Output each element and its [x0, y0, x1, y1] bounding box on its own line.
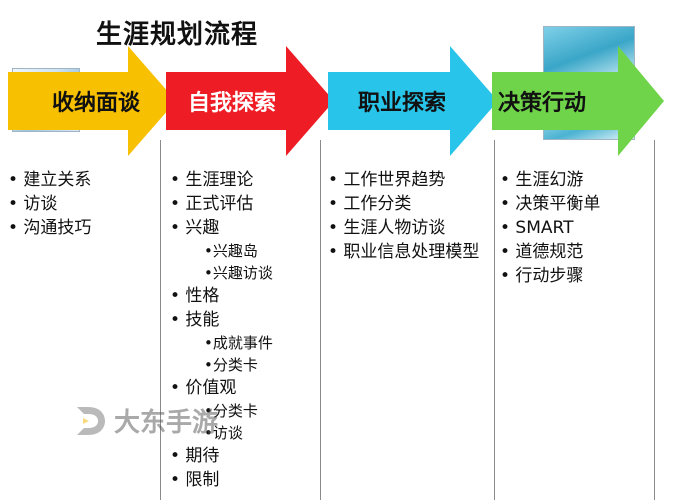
- stage-2-list: • 生涯理论 • 正式评估 • 兴趣 •兴趣岛 •兴趣访谈 • 性格 • 技能 …: [170, 168, 320, 492]
- list-item: • 访谈: [8, 194, 58, 214]
- stage-arrow-3: 职业探索: [328, 46, 498, 156]
- stage-arrow-4: 决策行动: [492, 46, 664, 156]
- list-subitem: •访谈: [204, 424, 243, 442]
- list-subitem: •分类卡: [204, 356, 258, 374]
- arrow-shape-1: [8, 46, 176, 156]
- stage-arrow-1: 收纳面谈: [8, 46, 176, 156]
- list-subitem: •兴趣访谈: [204, 264, 273, 282]
- list-item: • 行动步骤: [500, 266, 584, 286]
- list-item: • 道德规范: [500, 242, 584, 262]
- arrow-fill-4: [492, 46, 664, 156]
- stage-column-3: • 工作世界趋势 • 工作分类 • 生涯人物访谈 • 职业信息处理模型: [328, 168, 490, 264]
- stage-column-4: • 生涯幻游 • 决策平衡单 • SMART • 道德规范 • 行动步骤: [500, 168, 660, 288]
- column-divider-4: [654, 140, 655, 500]
- arrow-fill-2: [166, 46, 334, 156]
- list-item: • 决策平衡单: [500, 194, 601, 214]
- stage-column-1: • 建立关系 • 访谈 • 沟通技巧: [8, 168, 158, 240]
- list-item: • 正式评估: [170, 194, 254, 214]
- arrow-shape-2: [166, 46, 334, 156]
- list-item: • 建立关系: [8, 170, 92, 190]
- stage-3-list: • 工作世界趋势 • 工作分类 • 生涯人物访谈 • 职业信息处理模型: [328, 168, 490, 264]
- list-subitem: •成就事件: [204, 334, 273, 352]
- list-item: • 生涯理论: [170, 170, 254, 190]
- stage-column-2: • 生涯理论 • 正式评估 • 兴趣 •兴趣岛 •兴趣访谈 • 性格 • 技能 …: [170, 168, 320, 492]
- stage-1-list: • 建立关系 • 访谈 • 沟通技巧: [8, 168, 158, 240]
- column-divider-3: [494, 140, 495, 500]
- arrow-shape-3: [328, 46, 498, 156]
- list-item: • 限制: [170, 470, 220, 490]
- list-item: • SMART: [500, 218, 574, 238]
- list-item: • 生涯人物访谈: [328, 218, 446, 238]
- list-item: • 性格: [170, 286, 220, 306]
- list-item: • 工作分类: [328, 194, 412, 214]
- list-item: • 期待: [170, 446, 220, 466]
- column-divider-2: [320, 140, 321, 500]
- column-divider-1: [160, 140, 161, 500]
- watermark-logo-icon: [77, 406, 105, 435]
- list-item: • 兴趣: [170, 218, 220, 238]
- page-title: 生涯规划流程: [96, 20, 259, 50]
- watermark: 大东手游: [74, 402, 218, 439]
- list-item: • 生涯幻游: [500, 170, 584, 190]
- list-item: • 技能: [170, 310, 220, 330]
- arrow-fill-1: [8, 46, 176, 156]
- stage-4-list: • 生涯幻游 • 决策平衡单 • SMART • 道德规范 • 行动步骤: [500, 168, 660, 288]
- list-item: • 工作世界趋势: [328, 170, 446, 190]
- arrow-fill-3: [328, 46, 498, 156]
- stage-arrow-2: 自我探索: [166, 46, 334, 156]
- list-item: • 沟通技巧: [8, 218, 92, 238]
- watermark-text: 大东手游: [114, 408, 219, 438]
- list-item: • 价值观: [170, 378, 237, 398]
- stage-label-3: 职业探索: [358, 91, 447, 116]
- list-item: • 职业信息处理模型: [328, 242, 480, 262]
- stage-label-2: 自我探索: [188, 91, 277, 116]
- list-subitem: •分类卡: [204, 402, 258, 420]
- stage-label-1: 收纳面谈: [52, 91, 141, 116]
- stage-label-4: 决策行动: [498, 91, 587, 116]
- arrow-shape-4: [492, 46, 664, 156]
- list-subitem: •兴趣岛: [204, 242, 258, 260]
